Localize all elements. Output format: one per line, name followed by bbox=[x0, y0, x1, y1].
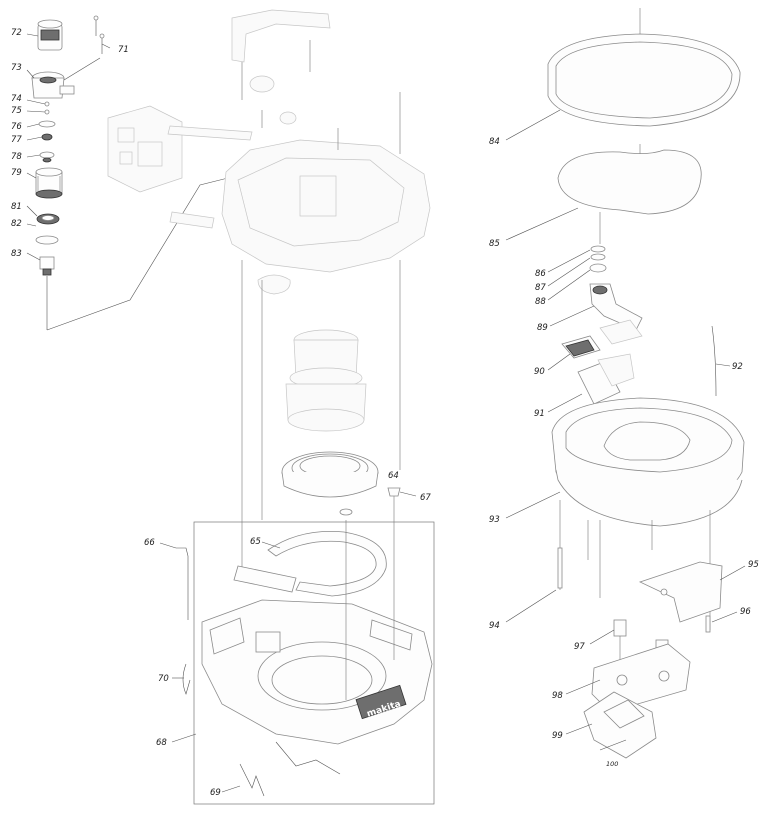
label-89: 89 bbox=[537, 323, 548, 333]
label-75: 75 bbox=[11, 106, 22, 116]
label-97: 97 bbox=[574, 642, 585, 652]
label-85: 85 bbox=[489, 239, 500, 249]
motor-assembly-ghost bbox=[285, 329, 367, 432]
label-82: 82 bbox=[11, 219, 22, 229]
part-91-valve bbox=[577, 353, 635, 405]
part-72-armature bbox=[37, 19, 63, 51]
label-88: 88 bbox=[535, 297, 546, 307]
leader-lines bbox=[26, 33, 746, 793]
switch-box-ghost bbox=[107, 105, 183, 193]
label-77: 77 bbox=[11, 135, 22, 145]
part-71-screws bbox=[93, 15, 105, 54]
label-69: 69 bbox=[210, 788, 221, 798]
part-73-motor-housing bbox=[31, 71, 75, 99]
part-66-hook bbox=[176, 547, 189, 620]
upper-housing-ghost bbox=[221, 9, 431, 273]
part-69-wire-latches bbox=[239, 741, 341, 797]
part-86-ring bbox=[590, 245, 606, 253]
label-95: 95 bbox=[748, 560, 759, 570]
filter-seal-ring bbox=[281, 451, 379, 498]
label-64: 64 bbox=[388, 471, 399, 481]
part-84-large-gasket bbox=[547, 33, 741, 127]
label-72: 72 bbox=[11, 28, 22, 38]
part-65-seal bbox=[233, 531, 387, 597]
part-88-ring bbox=[589, 263, 607, 273]
part-64-clip bbox=[387, 487, 401, 497]
label-99: 99 bbox=[552, 731, 563, 741]
part-78-fan-hub bbox=[39, 151, 55, 163]
label-71: 71 bbox=[118, 45, 129, 55]
part-89-float bbox=[589, 283, 643, 331]
part-96-screw bbox=[705, 615, 711, 633]
part-93-tank-top bbox=[551, 397, 745, 630]
label-68: 68 bbox=[156, 738, 167, 748]
label-73: 73 bbox=[11, 63, 22, 73]
label-94: 94 bbox=[489, 621, 500, 631]
part-68-base-housing: makita bbox=[201, 496, 433, 745]
label-92: 92 bbox=[732, 362, 743, 372]
part-70-spring-clip bbox=[182, 663, 191, 695]
part-76-washer bbox=[38, 120, 56, 128]
part-81-bearing bbox=[36, 213, 60, 225]
part-83-brush-holder bbox=[39, 256, 55, 276]
small-gasket-ghost bbox=[257, 274, 291, 295]
part-82-o-ring bbox=[35, 235, 59, 245]
part-67-cap bbox=[339, 508, 353, 516]
label-78: 78 bbox=[11, 152, 22, 162]
part-87-ring bbox=[590, 253, 606, 261]
handle-rod-ghost bbox=[167, 125, 253, 229]
part-95-bracket bbox=[638, 561, 723, 623]
label-67: 67 bbox=[420, 493, 431, 503]
label-98: 98 bbox=[552, 691, 563, 701]
label-93: 93 bbox=[489, 515, 500, 525]
label-76: 76 bbox=[11, 122, 22, 132]
label-66: 66 bbox=[144, 538, 155, 548]
label-65: 65 bbox=[250, 537, 261, 547]
label-100: 100 bbox=[606, 760, 618, 768]
label-90: 90 bbox=[534, 367, 545, 377]
part-90-filter-frame bbox=[561, 335, 601, 359]
label-96: 96 bbox=[740, 607, 751, 617]
part-85-filter-gasket bbox=[557, 149, 702, 215]
label-81: 81 bbox=[11, 202, 22, 212]
label-86: 86 bbox=[535, 269, 546, 279]
label-79: 79 bbox=[11, 168, 22, 178]
label-70: 70 bbox=[158, 674, 169, 684]
label-83: 83 bbox=[11, 249, 22, 259]
base-assembly-frame bbox=[193, 521, 435, 805]
filter-screen-ghost bbox=[599, 319, 643, 345]
label-74: 74 bbox=[11, 94, 22, 104]
part-100-pin bbox=[599, 739, 627, 751]
part-99-latch bbox=[583, 691, 657, 759]
part-92-wire bbox=[711, 325, 717, 397]
label-91: 91 bbox=[534, 409, 545, 419]
part-74-75-washers bbox=[44, 101, 50, 115]
part-94-screw bbox=[557, 547, 563, 589]
label-84: 84 bbox=[489, 137, 500, 147]
part-79-bearing-sleeve bbox=[35, 167, 63, 199]
part-number-labels: 72 71 73 74 75 76 77 78 79 81 82 83 84 8… bbox=[11, 28, 759, 798]
part-77-nut bbox=[41, 133, 53, 141]
label-87: 87 bbox=[535, 283, 546, 293]
